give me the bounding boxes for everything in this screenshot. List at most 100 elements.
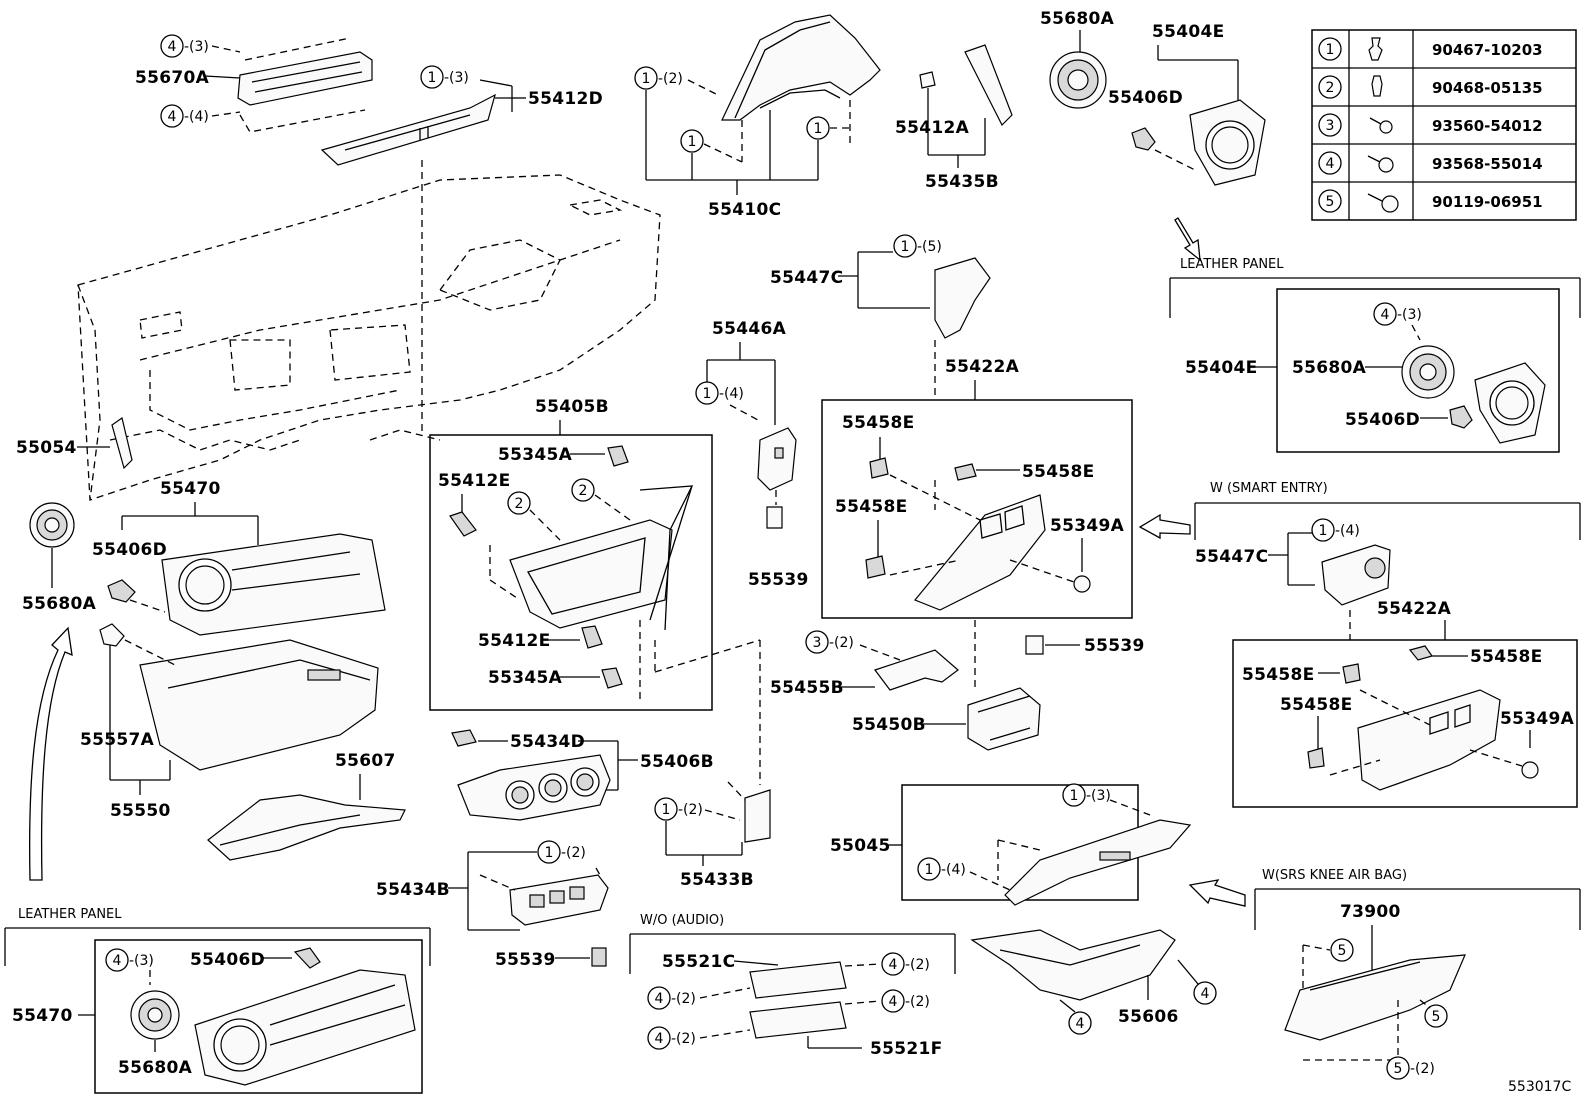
label-55434D: 55434D bbox=[510, 732, 585, 752]
svg-text:-(4): -(4) bbox=[184, 109, 209, 125]
vent-knob-icon bbox=[130, 990, 180, 1040]
part-55606: 4 4 55606 bbox=[970, 929, 1217, 1035]
part-55607: 55607 bbox=[207, 751, 406, 861]
label-55406D-left: 55406D bbox=[92, 540, 167, 560]
svg-text:90467-10203: 90467-10203 bbox=[1432, 41, 1543, 59]
label-55410C: 55410C bbox=[708, 200, 781, 220]
label-55680A-bottom: 55680A bbox=[118, 1058, 193, 1078]
label-55404E-right: 55404E bbox=[1185, 358, 1258, 378]
screw-icon bbox=[1367, 155, 1394, 173]
svg-text:1: 1 bbox=[1070, 788, 1079, 804]
section-leather-panel-left: LEATHER PANEL bbox=[18, 907, 122, 922]
label-55404E-top: 55404E bbox=[1152, 22, 1225, 42]
label-55412D: 55412D bbox=[528, 89, 603, 109]
svg-text:-(4): -(4) bbox=[719, 386, 744, 402]
svg-text:4: 4 bbox=[1381, 307, 1390, 323]
label-55405B: 55405B bbox=[535, 397, 609, 417]
clip-nut-icon bbox=[1371, 75, 1383, 97]
label-55458E-1: 55458E bbox=[842, 413, 915, 433]
label-55521F: 55521F bbox=[870, 1039, 943, 1059]
label-55045: 55045 bbox=[830, 836, 891, 856]
section-knee-airbag: W(SRS KNEE AIR BAG) bbox=[1262, 868, 1407, 883]
svg-text:-(3): -(3) bbox=[1086, 788, 1111, 804]
svg-text:90119-06951: 90119-06951 bbox=[1432, 193, 1543, 211]
part-55680A-left: 55680A bbox=[22, 502, 96, 881]
label-55458E-r1: 55458E bbox=[1470, 647, 1543, 667]
part-55450B: 55450B bbox=[852, 687, 1041, 751]
svg-text:1: 1 bbox=[545, 845, 554, 861]
svg-text:1: 1 bbox=[642, 71, 651, 87]
svg-text:-(3): -(3) bbox=[1397, 307, 1422, 323]
part-55405B: 55405B 55345A 55412E 2 2 55412E 55345A bbox=[429, 397, 761, 785]
table-row: 3 93560-54012 bbox=[1318, 113, 1543, 137]
leather-panel-right-group: LEATHER PANEL 55404E 4 -(3) 55680A 55406… bbox=[1169, 257, 1581, 453]
part-55539-mid: 55539 bbox=[1025, 635, 1144, 656]
label-55412A: 55412A bbox=[895, 118, 970, 138]
svg-text:4: 4 bbox=[1076, 1016, 1085, 1032]
part-55670A: 55670A 4 -(3) 4 -(4) bbox=[135, 34, 373, 133]
svg-text:1: 1 bbox=[428, 70, 437, 86]
label-55406D-top: 55406D bbox=[1108, 88, 1183, 108]
svg-text:93560-54012: 93560-54012 bbox=[1432, 117, 1543, 135]
label-55458E-r3: 55458E bbox=[1280, 695, 1353, 715]
svg-text:-(3): -(3) bbox=[184, 39, 209, 55]
part-55434B: 1 -(2) 55434B 55539 bbox=[376, 840, 609, 970]
svg-text:93568-55014: 93568-55014 bbox=[1432, 155, 1543, 173]
table-row: 1 90467-10203 bbox=[1318, 37, 1543, 61]
part-55406B: 55434D 55406B bbox=[451, 729, 714, 821]
svg-text:-(3): -(3) bbox=[129, 953, 154, 969]
label-55670A: 55670A bbox=[135, 68, 210, 88]
label-55345A-b: 55345A bbox=[488, 668, 563, 688]
screw-icon bbox=[1369, 117, 1393, 134]
svg-text:2: 2 bbox=[579, 483, 588, 499]
svg-text:1: 1 bbox=[662, 802, 671, 818]
label-55680A-top: 55680A bbox=[1040, 9, 1115, 29]
clip-icon bbox=[1368, 37, 1383, 61]
leather-panel-left-group: LEATHER PANEL 55470 4 -(3) 55406D 55680A bbox=[4, 907, 431, 1094]
no-audio-group: W/O (AUDIO) 55521C 55521F 4 -(2) 4 -(2) … bbox=[629, 913, 956, 1059]
label-73900: 73900 bbox=[1340, 902, 1401, 922]
label-55557A: 55557A bbox=[80, 730, 155, 750]
svg-text:5: 5 bbox=[1394, 1061, 1403, 1077]
svg-text:3: 3 bbox=[1326, 118, 1335, 134]
part-55410C: 1 -(2) 1 1 55410C bbox=[634, 14, 881, 220]
label-55458E-3: 55458E bbox=[835, 497, 908, 517]
svg-text:5: 5 bbox=[1338, 943, 1347, 959]
svg-text:1: 1 bbox=[901, 239, 910, 255]
label-55607: 55607 bbox=[335, 751, 396, 771]
part-55550: 55557A 55550 bbox=[80, 623, 379, 821]
svg-text:-(4): -(4) bbox=[1335, 523, 1360, 539]
svg-text:-(3): -(3) bbox=[444, 70, 469, 86]
part-55680A-top: 55680A bbox=[1040, 9, 1115, 109]
svg-text:1: 1 bbox=[925, 862, 934, 878]
table-row: 5 90119-06951 bbox=[1318, 189, 1543, 213]
screw-icon bbox=[1367, 193, 1399, 213]
label-55349A: 55349A bbox=[1050, 516, 1125, 536]
svg-text:-(2): -(2) bbox=[678, 802, 703, 818]
svg-text:-(2): -(2) bbox=[829, 635, 854, 651]
svg-text:-(2): -(2) bbox=[561, 845, 586, 861]
label-55433B: 55433B bbox=[680, 870, 754, 890]
label-55435B: 55435B bbox=[925, 172, 999, 192]
label-55406B: 55406B bbox=[640, 752, 714, 772]
label-55349A-right: 55349A bbox=[1500, 709, 1575, 729]
part-55447C: 1 -(5) 55447C bbox=[770, 234, 991, 395]
svg-text:1: 1 bbox=[688, 134, 697, 150]
instrument-panel-outline bbox=[77, 174, 661, 501]
svg-text:4: 4 bbox=[168, 39, 177, 55]
part-55433B: 1 -(2) 55433B bbox=[654, 781, 771, 890]
fastener-table: 1 90467-10203 2 90468-05135 3 93560-5401… bbox=[1311, 29, 1577, 221]
svg-text:2: 2 bbox=[515, 496, 524, 512]
part-55404E-top: 55404E 55406D bbox=[1108, 22, 1266, 262]
part-55054: 55054 bbox=[16, 417, 133, 470]
svg-text:-(2): -(2) bbox=[671, 991, 696, 1007]
label-55412E-b: 55412E bbox=[478, 631, 551, 651]
svg-text:1: 1 bbox=[703, 386, 712, 402]
svg-text:5: 5 bbox=[1326, 194, 1335, 210]
label-55680A-right: 55680A bbox=[1292, 358, 1367, 378]
svg-text:-(4): -(4) bbox=[941, 862, 966, 878]
svg-text:4: 4 bbox=[113, 953, 122, 969]
table-row: 2 90468-05135 bbox=[1318, 75, 1543, 99]
label-55434B: 55434B bbox=[376, 880, 450, 900]
